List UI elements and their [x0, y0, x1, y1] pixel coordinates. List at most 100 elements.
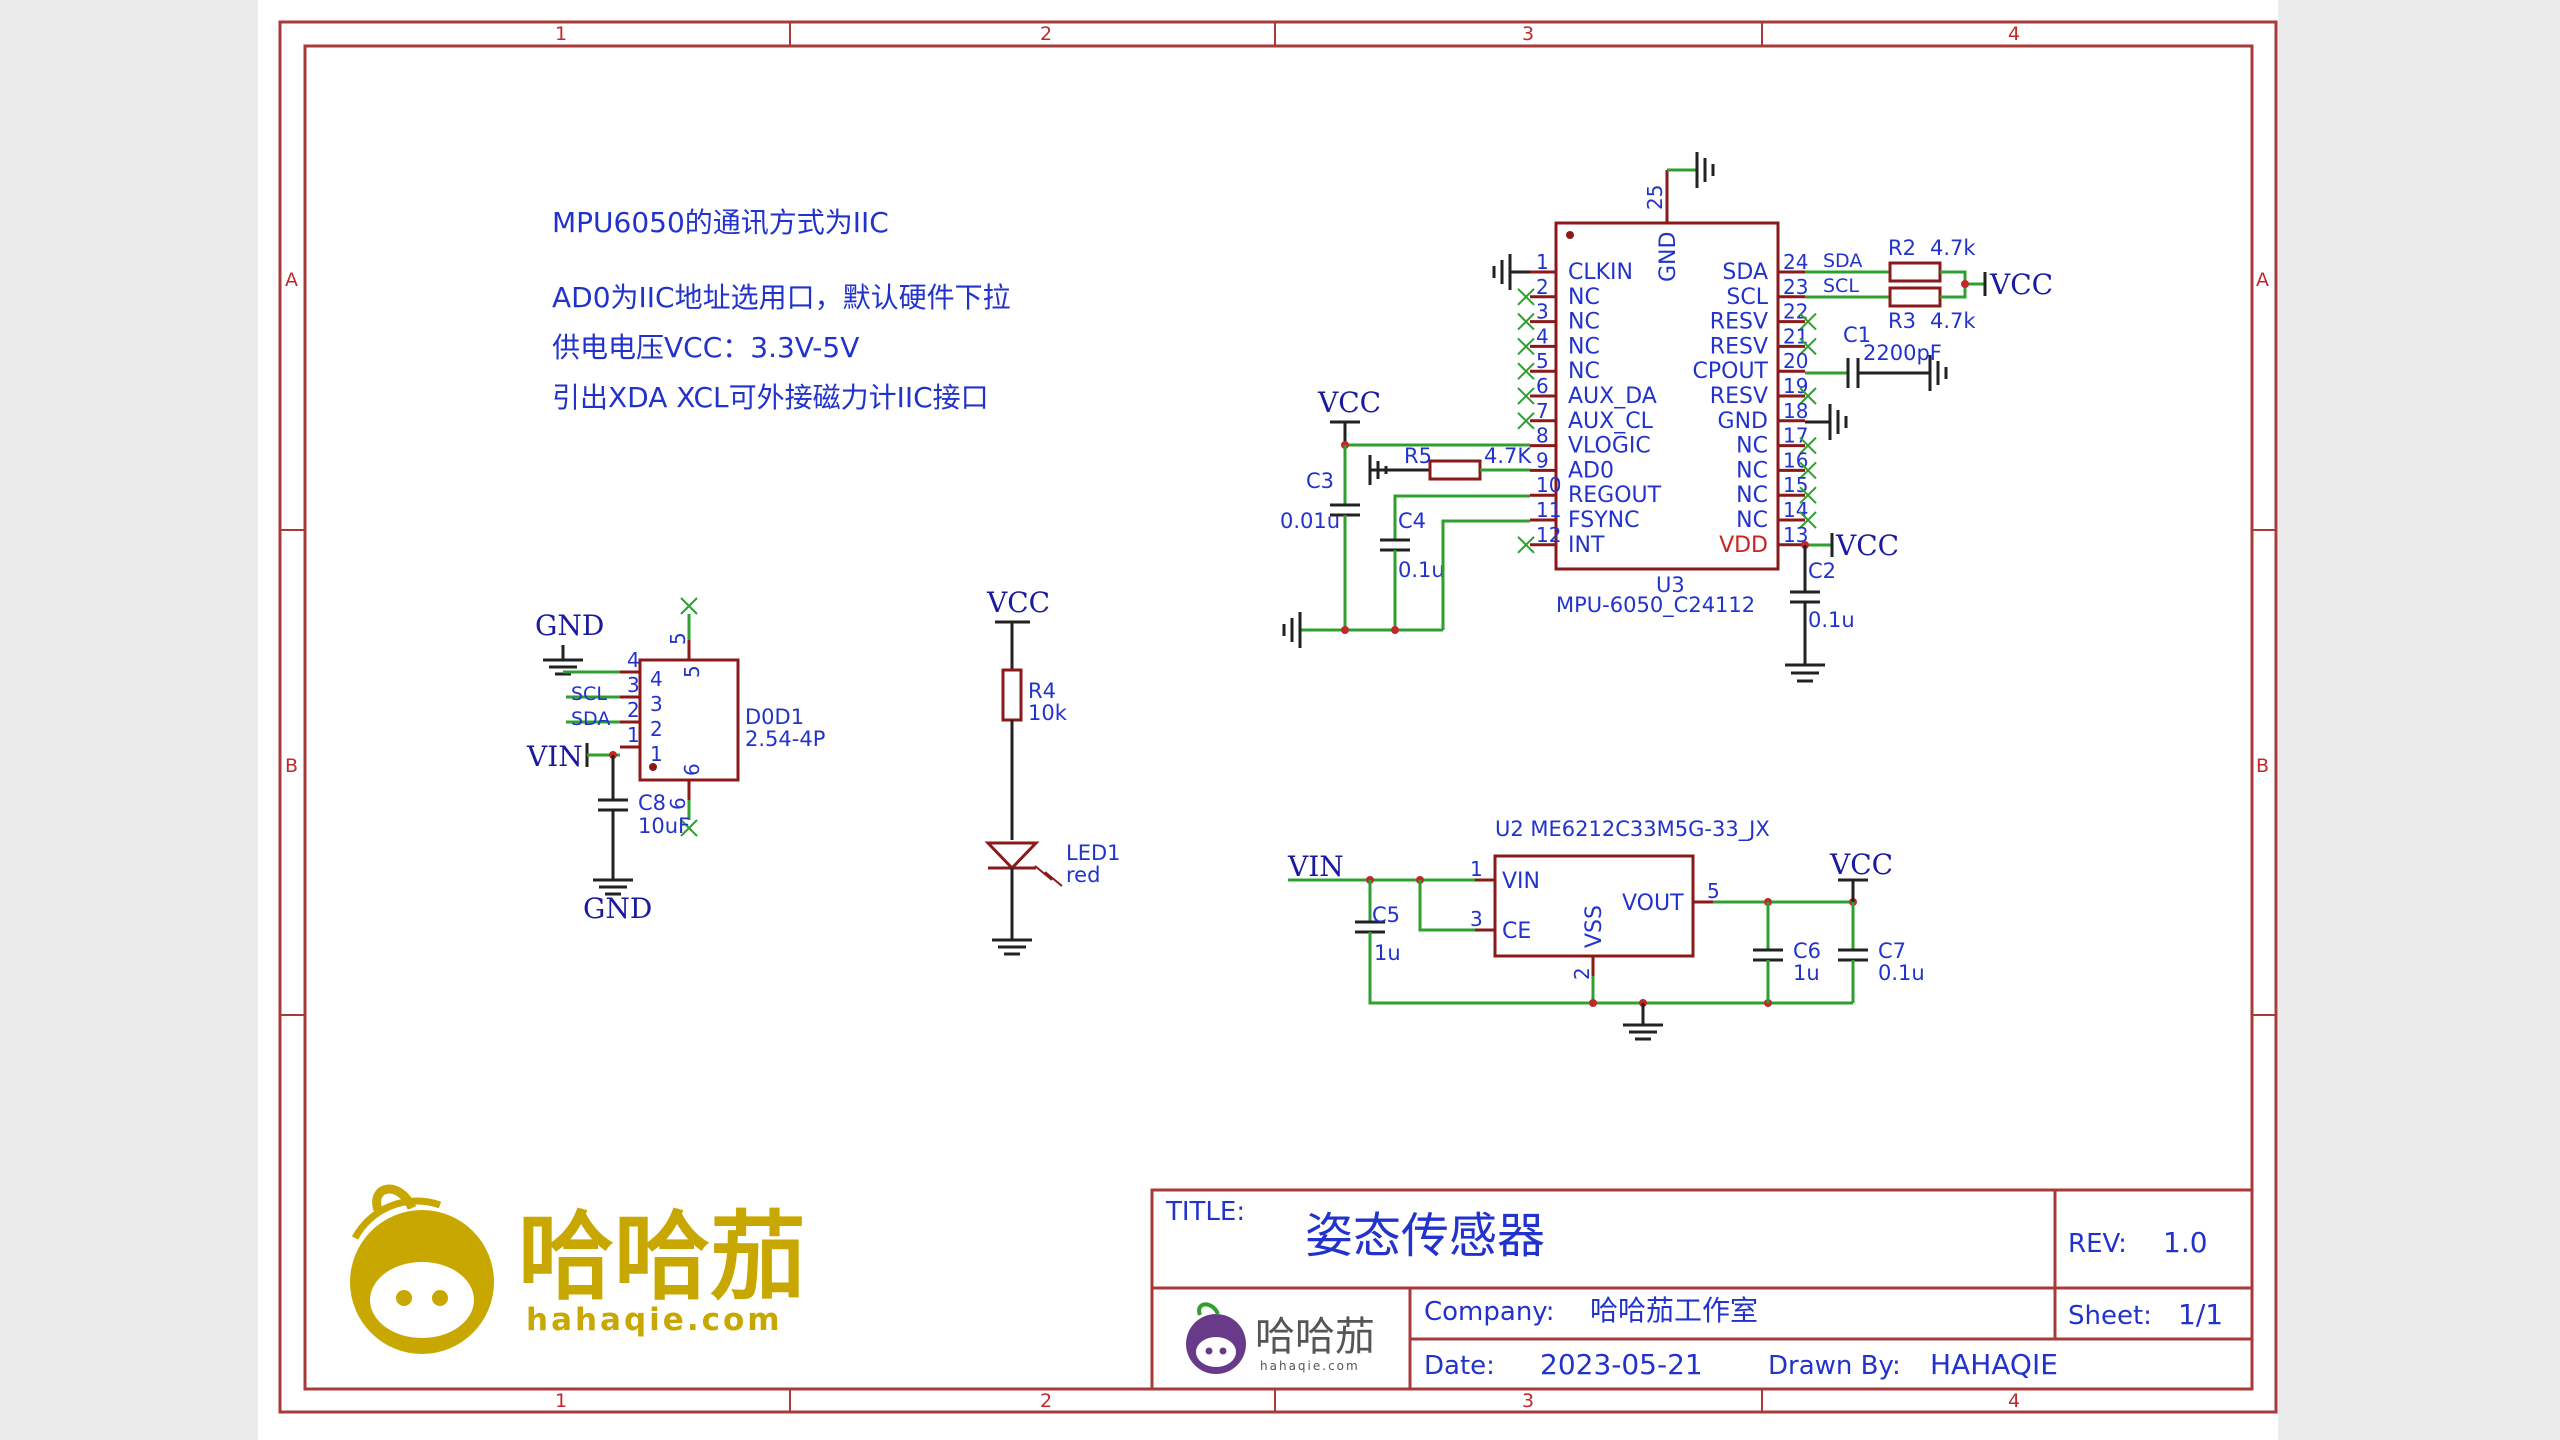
- u3-pin-name: GND: [1718, 409, 1768, 434]
- u3-pin-25-number: 25: [1643, 185, 1667, 210]
- c6-value: 1u: [1793, 961, 1820, 985]
- u3-pin-number: 2: [1536, 275, 1549, 299]
- vcc-label-led: VCC: [986, 586, 1050, 619]
- c2-value: 0.1u: [1808, 608, 1855, 632]
- c8-reference: C8: [638, 791, 666, 815]
- u3-pin-number: 7: [1536, 399, 1549, 423]
- grid-row-b-left: B: [285, 755, 298, 777]
- u3-pin-name: NC: [1568, 285, 1600, 310]
- u3-pin-number: 21: [1783, 324, 1808, 348]
- u3-pin-name: RESV: [1710, 310, 1768, 335]
- left-backdrop: [0, 0, 258, 1440]
- design-notes: MPU6050的通讯方式为IIC AD0为IIC地址选用口，默认硬件下拉 供电电…: [552, 206, 1011, 414]
- u2-label: U2 ME6212C33M5G-33_JX: [1495, 817, 1770, 842]
- led1-diode[interactable]: [984, 841, 1040, 871]
- vcc-label-vlogic: VCC: [1317, 386, 1381, 419]
- led-indicator: VCC R4 10k LED1 red: [984, 586, 1121, 956]
- r2-resistor[interactable]: [1888, 261, 1942, 283]
- u3-pin-number: 20: [1783, 349, 1808, 373]
- company-label: Company:: [1424, 1297, 1555, 1327]
- u3-pin-name: NC: [1568, 334, 1600, 359]
- u3-pin-number: 17: [1783, 424, 1808, 448]
- r4-reference: R4: [1028, 679, 1056, 703]
- r5-value: 4.7K: [1484, 444, 1532, 468]
- d0d1-reference: D0D1: [745, 705, 804, 729]
- header-net-sda: SDA: [571, 708, 610, 730]
- header-net-scl: SCL: [571, 683, 607, 705]
- u3-pin-name: RESV: [1710, 384, 1768, 409]
- u3-right-pins: 24SDA23SCL22RESV21RESV20CPOUT19RESV18GND…: [1693, 250, 1817, 558]
- u2-pin2-name: VSS: [1582, 905, 1607, 948]
- u3-pin-name: INT: [1568, 533, 1605, 558]
- r5-resistor[interactable]: [1428, 459, 1482, 481]
- grid-col-2-top: 2: [1040, 23, 1052, 45]
- d0d1-pin6-inner: 6: [680, 763, 704, 776]
- c5-value: 1u: [1374, 941, 1401, 965]
- d0d1-pin5-num: 5: [666, 632, 690, 645]
- gnd-label-c8: GND: [583, 892, 652, 925]
- d0d1-wiring: GND SCL SDA VIN GND C8 10uF: [526, 609, 690, 925]
- u3-pin-name: VDD: [1719, 533, 1768, 558]
- no-connect-mark: [1799, 486, 1817, 504]
- note-line-3: 供电电压VCC：3.3V-5V: [552, 331, 859, 364]
- u3-pin-name: CPOUT: [1693, 359, 1769, 384]
- grid-col-2-bottom: 2: [1040, 1390, 1052, 1412]
- date-value: 2023-05-21: [1540, 1348, 1703, 1381]
- small-logo-wordmark: 哈哈茄: [1255, 1314, 1375, 1360]
- u3-pin-name: NC: [1568, 359, 1600, 384]
- u3-body[interactable]: [1554, 221, 1780, 571]
- grid-row-a-left: A: [285, 269, 298, 291]
- vdd-decoupling: VCC C2 0.1u: [1785, 529, 1899, 683]
- u3-pin-number: 14: [1783, 498, 1808, 522]
- u2-pin1-num: 1: [1470, 857, 1483, 881]
- sheet-value: 1/1: [2178, 1298, 2223, 1331]
- c3-value: 0.01u: [1280, 509, 1340, 533]
- company-value: 哈哈茄工作室: [1590, 1294, 1758, 1327]
- u2-pin1-name: VIN: [1502, 869, 1540, 894]
- no-connect-mark: [1517, 536, 1535, 554]
- no-connect-mark: [1517, 312, 1535, 331]
- u3-pin-name: NC: [1736, 508, 1768, 533]
- vin-label-header: VIN: [526, 740, 583, 773]
- d0d1-header[interactable]: 4 3 2 1 4 3 2 1 5 5 6 6 D0D1 2.54-4P: [620, 597, 825, 837]
- u3-pin-number: 12: [1536, 523, 1561, 547]
- no-connect-mark: [1799, 436, 1817, 455]
- c7-value: 0.1u: [1878, 961, 1925, 985]
- c1-value: 2200pF: [1863, 341, 1942, 365]
- no-connect-mark: [1799, 511, 1817, 529]
- r4-resistor[interactable]: [1001, 668, 1023, 722]
- u2-wiring: VIN C5 1u C6 1u C7 0.1u: [1287, 848, 1925, 1041]
- u3-pin-name: CLKIN: [1568, 260, 1633, 285]
- i2c-pullups: SDA SCL R2 4.7k R3 4.7k VCC: [1805, 236, 2053, 333]
- logo-wordmark: 哈哈茄: [518, 1201, 806, 1313]
- r4-value: 10k: [1028, 701, 1068, 725]
- pin18-ground-symbol: [1805, 404, 1848, 440]
- c2-reference: C2: [1808, 559, 1836, 583]
- r5-reference: R5: [1404, 444, 1432, 468]
- u2-regulator[interactable]: U2 ME6212C33M5G-33_JX 1 VIN 3 CE 5 VOUT …: [1470, 817, 1770, 980]
- u2-pin3-num: 3: [1470, 907, 1483, 931]
- gnd-label-header: GND: [535, 609, 604, 642]
- d0d1-pin2-inner: 2: [650, 717, 663, 741]
- grid-col-4-bottom: 4: [2008, 1390, 2020, 1412]
- r3-value: 4.7k: [1930, 309, 1976, 333]
- u2-body[interactable]: [1493, 854, 1695, 958]
- hahaqie-logo: 哈哈茄 hahaqie.com: [350, 1184, 806, 1354]
- u3-pin-number: 10: [1536, 473, 1561, 497]
- outer-frame: [278, 20, 2278, 1414]
- no-connect-mark: [1517, 337, 1535, 356]
- u3-top-ground-symbol: [1695, 152, 1715, 188]
- u3-pin-name: VLOGIC: [1568, 434, 1651, 459]
- r3-resistor[interactable]: [1888, 286, 1942, 308]
- clkin-ground-symbol: [1492, 254, 1530, 290]
- c6-reference: C6: [1793, 939, 1821, 963]
- d0d1-pin1-inner: 1: [650, 742, 663, 766]
- u3-pin-name: SCL: [1726, 285, 1768, 310]
- c1-capacitor[interactable]: C1 2200pF: [1805, 323, 1948, 391]
- r2-reference: R2: [1888, 236, 1916, 260]
- u3-pin-number: 11: [1536, 498, 1561, 522]
- title-block: TITLE: 姿态传感器 REV: 1.0 Company: 哈哈茄工作室 Sh…: [1150, 1188, 2254, 1391]
